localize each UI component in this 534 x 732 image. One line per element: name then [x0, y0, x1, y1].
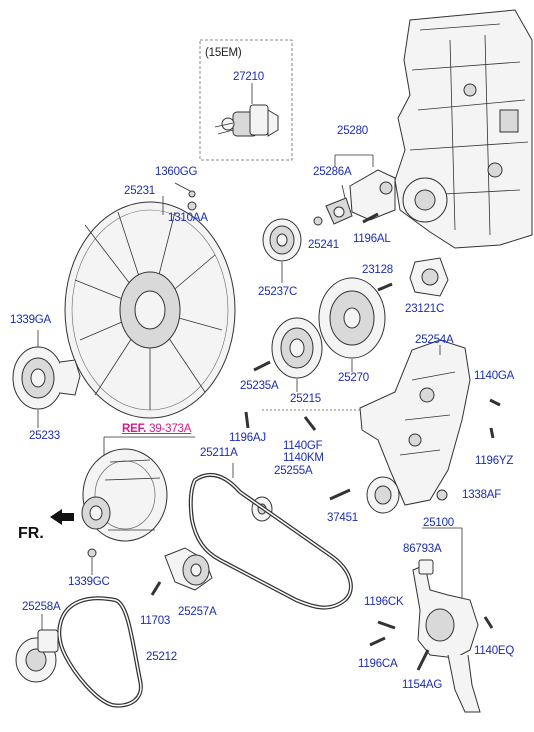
washer-icon: [188, 190, 196, 198]
nut-icon: [313, 216, 323, 226]
water-pump-assembly-icon: [412, 559, 481, 713]
part-label-27210[interactable]: 27210: [233, 71, 264, 83]
bolt-icon: [303, 416, 317, 431]
inset-box: [199, 39, 293, 161]
actuator-icon: [214, 104, 279, 137]
bolt-icon: [244, 411, 250, 429]
seal-plate-icon: [409, 257, 449, 297]
part-label-25258A[interactable]: 25258A: [22, 601, 61, 613]
part-label-37451[interactable]: 37451: [327, 512, 358, 524]
nut-icon: [436, 489, 448, 501]
part-label-1140GA[interactable]: 1140GA: [474, 370, 515, 382]
part-label-23121C[interactable]: 23121C: [405, 303, 445, 315]
part-label-25270[interactable]: 25270: [338, 372, 369, 384]
tensioner-icon: [164, 547, 213, 591]
front-direction-label: FR.: [18, 525, 44, 542]
bolt-icon: [377, 282, 393, 292]
part-label-25255A[interactable]: 25255A: [274, 465, 313, 477]
part-label-11703[interactable]: 11703: [140, 615, 171, 627]
part-label-1360GG[interactable]: 1360GG: [155, 166, 198, 178]
part-label-25233[interactable]: 25233: [29, 430, 60, 442]
part-label-86793A[interactable]: 86793A: [403, 543, 442, 555]
part-label-23128[interactable]: 23128: [362, 264, 393, 276]
part-label-1196YZ[interactable]: 1196YZ: [475, 455, 514, 467]
pulley-small-icon: [15, 629, 59, 683]
bolt-icon: [377, 620, 396, 630]
bolt-icon: [362, 212, 379, 224]
bracket-icon: [359, 339, 471, 506]
part-label-25254A[interactable]: 25254A: [415, 334, 454, 346]
arrow-left-icon: [50, 509, 74, 525]
water-pump-icon: [366, 476, 400, 514]
part-label-1196CK[interactable]: 1196CK: [364, 596, 404, 608]
water-pump-small-icon: [325, 169, 396, 225]
nut-icon: [87, 548, 97, 558]
bolt-icon: [150, 581, 162, 596]
part-label-25286A[interactable]: 25286A: [313, 166, 352, 178]
part-label-25257A[interactable]: 25257A: [178, 606, 217, 618]
ref-prefix: REF.: [122, 423, 147, 435]
bolt-icon: [369, 636, 386, 647]
pulley-icon: [271, 317, 323, 379]
reference-link[interactable]: REF. 39-373A: [122, 423, 191, 436]
part-label-25241[interactable]: 25241: [308, 239, 339, 251]
part-label-25100[interactable]: 25100: [423, 517, 454, 529]
part-label-25212[interactable]: 25212: [146, 651, 177, 663]
bolt-icon: [483, 616, 494, 629]
fan-blade-icon: [64, 201, 236, 419]
part-label-1338AF[interactable]: 1338AF: [462, 489, 502, 501]
damper-pulley-icon: [318, 277, 386, 359]
part-label-1196CA[interactable]: 1196CA: [358, 658, 398, 670]
part-label-1339GA[interactable]: 1339GA: [10, 314, 51, 326]
part-label-25211A[interactable]: 25211A: [200, 447, 238, 459]
bolt-icon: [489, 427, 495, 439]
bolt-icon: [253, 360, 271, 372]
part-label-1310AA[interactable]: 1310AA: [168, 212, 208, 224]
bolt-icon: [329, 488, 351, 501]
belt-icon: [188, 472, 353, 610]
part-label-25231[interactable]: 25231: [124, 185, 155, 197]
inset-title: (15EM): [205, 47, 242, 59]
part-label-25280[interactable]: 25280: [337, 125, 368, 137]
nut-icon: [187, 201, 197, 211]
ref-code: 39-373A: [149, 423, 192, 435]
fan-clutch-icon: [12, 346, 81, 410]
part-label-1140EQ[interactable]: 1140EQ: [474, 645, 515, 657]
engine-block-icon: [394, 9, 533, 249]
part-label-25235A[interactable]: 25235A: [240, 380, 279, 392]
bolt-icon: [489, 398, 501, 407]
part-label-1196AJ[interactable]: 1196AJ: [229, 432, 266, 444]
part-label-1140GF[interactable]: 1140GF: [283, 440, 323, 452]
part-label-1154AG[interactable]: 1154AG: [402, 679, 443, 691]
part-label-1339GC[interactable]: 1339GC: [68, 576, 110, 588]
idler-pulley-icon: [262, 218, 302, 262]
part-label-1196AL[interactable]: 1196AL: [353, 233, 391, 245]
bolt-icon: [416, 649, 430, 671]
alternator-icon: [81, 448, 168, 542]
part-label-1140KM[interactable]: 1140KM: [283, 452, 324, 464]
part-label-25215[interactable]: 25215: [290, 393, 321, 405]
part-label-25237C[interactable]: 25237C: [258, 286, 298, 298]
belt-small-icon: [57, 596, 143, 708]
